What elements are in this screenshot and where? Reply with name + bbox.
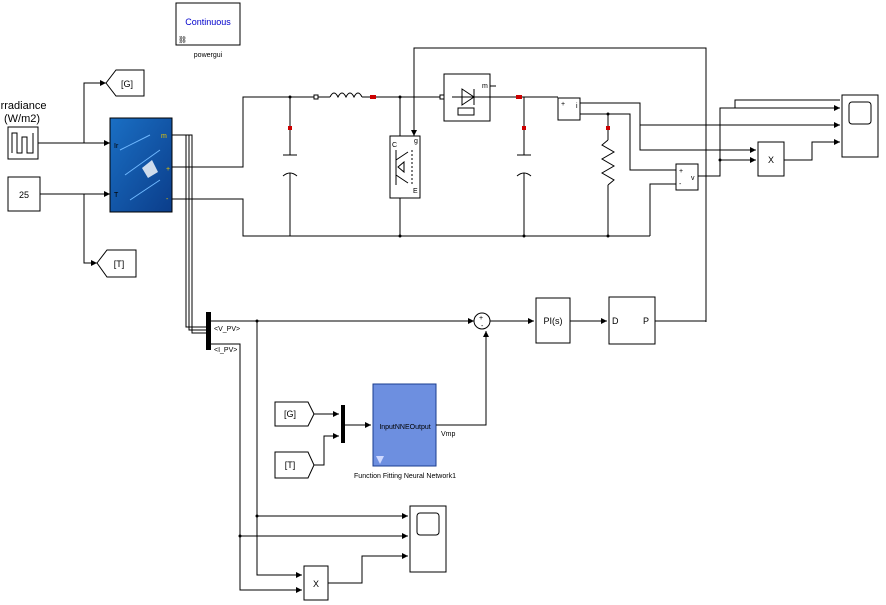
pv-port-plus: +	[166, 166, 170, 173]
pv-port-t: T	[114, 192, 119, 199]
from-t-block[interactable]: [T]	[274, 451, 315, 479]
signal-builder-icon	[11, 132, 34, 154]
load-resistor[interactable]	[601, 114, 615, 236]
goto-g-block[interactable]: [G]	[105, 69, 145, 97]
sum-block[interactable]: + -	[473, 312, 491, 330]
from-t-label: [T]	[285, 460, 296, 470]
sum-plus: +	[479, 315, 483, 322]
voltage-measurement[interactable]: v + -	[675, 163, 699, 191]
input-capacitor[interactable]	[282, 97, 298, 236]
bus-selector[interactable]: <V_PV> <I_PV>	[206, 312, 240, 354]
nn-name: Function Fitting Neural Network1	[354, 473, 456, 480]
scope-output[interactable]	[841, 94, 879, 158]
igbt-g: g	[414, 138, 418, 145]
imeas-i: i	[576, 103, 578, 110]
svg-text:-: -	[679, 181, 682, 188]
irradiance-label: Irradiance	[0, 100, 46, 112]
bus-vpv: <V_PV>	[214, 326, 240, 333]
pi-label: PI(s)	[544, 316, 563, 326]
irradiance-signal-builder[interactable]	[7, 126, 39, 160]
svg-text:+: +	[561, 101, 565, 108]
diode-m: m	[482, 83, 488, 90]
current-measurement[interactable]: i +	[557, 97, 581, 121]
igbt-switch[interactable]: g C E	[389, 135, 421, 199]
powergui-name: powergui	[194, 52, 223, 59]
powergui-link-icon: ⛓	[178, 36, 187, 44]
inductor[interactable]	[329, 92, 363, 99]
mux-block[interactable]	[341, 405, 345, 443]
pi-controller[interactable]: PI(s)	[535, 297, 571, 344]
goto-t-block[interactable]: [T]	[96, 249, 137, 278]
pv-port-minus: -	[166, 196, 169, 203]
powergui-block[interactable]: Continuous ⛓	[175, 2, 241, 46]
svg-text:+: +	[679, 168, 683, 175]
goto-t-label: [T]	[114, 259, 125, 269]
from-g-block[interactable]: [G]	[274, 401, 315, 427]
pv-array-block[interactable]: Ir T m + -	[109, 117, 173, 213]
product-block-pv[interactable]: X	[303, 565, 329, 601]
nn-inner-text: InputNNEOutput	[379, 424, 430, 431]
product-block-output[interactable]: X	[757, 141, 785, 177]
goto-g-label: [G]	[121, 79, 133, 89]
neural-network-block[interactable]: InputNNEOutput	[372, 383, 437, 467]
diode-block[interactable]: m	[443, 73, 491, 122]
pwm-out: P	[643, 316, 649, 326]
pv-port-ir: Ir	[114, 143, 119, 150]
temperature-constant[interactable]: 25	[7, 176, 41, 212]
temperature-value: 25	[19, 190, 29, 200]
irradiance-unit: (W/m2)	[4, 113, 40, 125]
powergui-mode: Continuous	[185, 17, 231, 27]
pwm-generator[interactable]: D P	[608, 296, 656, 345]
pwm-in: D	[612, 316, 619, 326]
product-output-label: X	[768, 155, 774, 165]
vmeas-v: v	[691, 175, 695, 182]
igbt-e: E	[413, 188, 418, 195]
scope-pv[interactable]	[409, 505, 447, 573]
product-pv-label: X	[313, 579, 319, 589]
pv-port-m: m	[161, 133, 167, 140]
output-capacitor[interactable]	[516, 97, 532, 236]
sum-minus: -	[481, 323, 484, 330]
igbt-c: C	[392, 142, 397, 149]
from-g-label: [G]	[284, 409, 296, 419]
bus-ipv: <I_PV>	[214, 347, 237, 354]
nn-output-signal: Vmp	[441, 431, 456, 438]
